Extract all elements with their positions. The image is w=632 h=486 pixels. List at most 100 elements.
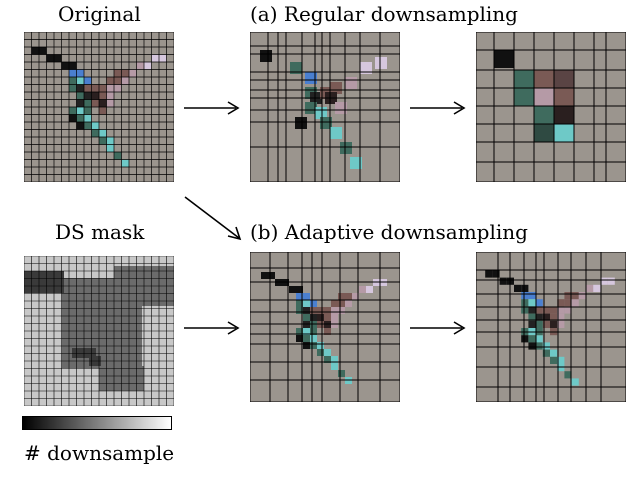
bird-pixel [76, 114, 84, 122]
bird-pixel [76, 69, 84, 77]
bird-pixel [554, 124, 574, 142]
bird-pixel [492, 270, 500, 278]
bird-pixel [76, 122, 84, 130]
bird-pixel [494, 50, 514, 68]
bird-pixel [54, 54, 62, 62]
original-label: Original [58, 2, 141, 26]
hummingbird-pixel-icon [24, 32, 174, 182]
bird-pixel [499, 277, 507, 285]
hummingbird-pixel-icon [476, 252, 626, 402]
bird-pixel [296, 293, 303, 300]
bird-pixel [91, 129, 99, 137]
bird-pixel [290, 62, 302, 74]
bird-pixel [99, 137, 107, 145]
bird-pixel [84, 99, 92, 107]
arrow-right-icon [184, 321, 240, 335]
bird-pixel [76, 77, 84, 85]
bird-pixel [106, 92, 114, 100]
bird-pixel [289, 286, 296, 293]
bird-pixel [303, 335, 310, 342]
bird-pixel [159, 54, 167, 62]
bird-pixel [106, 77, 114, 85]
bird-pixel [550, 349, 558, 357]
bird-pixel [366, 286, 373, 293]
bird-pixel [557, 356, 565, 364]
downsample-colorbar [22, 416, 172, 430]
colorbar-caption: # downsample [24, 441, 175, 465]
arrow-right-icon [410, 101, 466, 115]
bird-pixel [136, 62, 144, 70]
bird-pixel [542, 320, 550, 328]
bird-pixel [260, 50, 272, 62]
bird-pixel [521, 335, 529, 343]
bird-pixel [550, 313, 558, 321]
bird-pixel [84, 122, 92, 130]
bird-pixel [534, 106, 554, 124]
bird-pixel [359, 286, 366, 293]
bird-pixel [534, 124, 554, 142]
bird-pixel [84, 114, 92, 122]
arrow-right-icon [410, 321, 466, 335]
bird-pixel [39, 47, 47, 55]
bird-pixel [528, 320, 536, 328]
ds-mask-label: DS mask [55, 220, 145, 244]
bird-pixel [151, 54, 159, 62]
bird-pixel [521, 299, 529, 307]
bird-pixel [99, 92, 107, 100]
bird-pixel [485, 270, 493, 278]
bird-pixel [46, 54, 54, 62]
bird-pixel [121, 77, 129, 85]
bird-pixel [76, 92, 84, 100]
bird-pixel [31, 47, 39, 55]
original-image [24, 32, 174, 182]
bird-pixel [331, 363, 338, 370]
bird-pixel [144, 62, 152, 70]
bird-pixel [535, 313, 543, 321]
bird-pixel [317, 349, 324, 356]
hummingbird-pixel-icon [250, 252, 400, 402]
bird-pixel [331, 356, 338, 363]
bird-pixel [114, 84, 122, 92]
bird-pixel [114, 69, 122, 77]
bird-pixel [317, 307, 324, 314]
bird-pixel [99, 84, 107, 92]
bird-pixel [106, 99, 114, 107]
bird-pixel [305, 102, 317, 114]
bird-pixel [320, 117, 332, 129]
bird-pixel [338, 307, 345, 314]
hummingbird-pixel-icon [250, 32, 400, 182]
bird-pixel [303, 300, 310, 307]
bird-pixel [360, 62, 372, 74]
bird-pixel [557, 320, 565, 328]
bird-pixel [310, 335, 317, 342]
mask-region [24, 271, 64, 293]
bird-pixel [106, 84, 114, 92]
bird-pixel [550, 356, 558, 364]
bird-pixel [331, 300, 338, 307]
bird-pixel [535, 335, 543, 343]
bird-pixel [554, 106, 574, 124]
bird-pixel [528, 292, 536, 300]
bird-pixel [114, 77, 122, 85]
bird-pixel [76, 99, 84, 107]
bird-pixel [106, 144, 114, 152]
bird-pixel [330, 127, 342, 139]
bird-pixel [69, 77, 77, 85]
bird-pixel [534, 70, 554, 88]
bird-pixel [91, 99, 99, 107]
bird-pixel [571, 299, 579, 307]
bird-pixel [521, 306, 529, 314]
bird-pixel [521, 284, 529, 292]
bird-pixel [600, 277, 608, 285]
bird-pixel [528, 306, 536, 314]
bird-pixel [564, 299, 572, 307]
bird-pixel [535, 320, 543, 328]
bird-pixel [324, 328, 331, 335]
bird-pixel [91, 122, 99, 130]
bird-pixel [571, 378, 579, 386]
regular-downsampling-label: (a) Regular downsampling [250, 2, 518, 26]
bird-pixel [317, 314, 324, 321]
bird-pixel [375, 57, 387, 69]
bird-pixel [303, 328, 310, 335]
bird-pixel [296, 286, 303, 293]
